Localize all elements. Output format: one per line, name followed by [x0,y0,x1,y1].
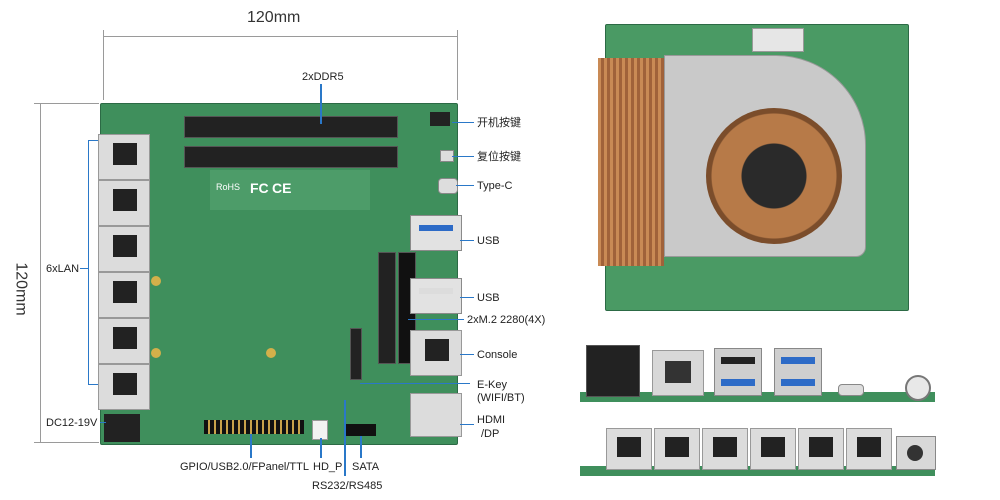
lan-port [98,134,150,180]
hdp-callout-line [320,438,322,458]
power-button [430,112,450,126]
ddr5-slot [184,116,398,138]
side-power-button [905,375,931,401]
lan-port [98,364,150,410]
fcc-mark: FC [250,180,269,196]
lan-callout-tick [88,140,98,141]
usb1-label: USB [477,235,500,247]
dc-jack [104,414,140,442]
reset-callout-line [452,156,474,157]
lan-callout-bracket [88,140,89,385]
width-label: 120mm [247,9,301,26]
side-lan-port [702,428,748,470]
rs-label: RS232/RS485 [312,480,383,492]
gpio-header [204,420,304,434]
height-extension-top [34,103,99,104]
ekey-slot [350,328,362,380]
side-typec [838,384,864,396]
width-dimension-line [103,36,458,37]
console-callout-line [460,354,474,355]
side-pcb [580,392,935,402]
width-extension-right [457,30,458,100]
sata-connector [346,424,376,436]
side-lan-port [798,428,844,470]
usb1-callout-line [460,240,474,241]
hdmi-label: HDMI [477,414,506,426]
usb-port [410,278,462,314]
height-extension-bottom [34,442,99,443]
side-lan-port [654,428,700,470]
lan-port [98,272,150,318]
sata-callout-line [360,436,362,458]
power-callout-line [452,122,474,123]
ekey-sub-label: (WIFI/BT) [477,392,525,404]
console-port [410,330,462,376]
side-usb-stack [714,348,762,396]
lan-callout-line [80,268,89,269]
gpio-callout-line [250,434,252,458]
side-lan-port [846,428,892,470]
sata-label: SATA [352,461,380,473]
side-hdmi-dp [586,345,640,397]
height-label: 120mm [12,262,30,316]
usb-port [410,215,462,251]
typec-port [438,178,458,194]
ddr-callout-line [320,84,322,124]
power-button-label: 开机按键 [477,117,521,129]
m2-slot [378,252,396,364]
mounting-hole [266,348,276,358]
side-dc-jack [896,436,936,470]
side-pcb-lan [580,466,935,476]
console-label: Console [477,349,518,361]
hdp-label: HD_P [313,461,343,473]
m2-label: 2xM.2 2280(4X) [467,314,546,326]
gpio-label: GPIO/USB2.0/FPanel/TTL [180,461,309,473]
mounting-hole [151,276,161,286]
hd-p-header [312,420,328,440]
usb2-callout-line [460,297,474,298]
lan-label: 6xLAN [46,263,80,275]
mounting-hole [151,348,161,358]
side-lan-port [606,428,652,470]
hdmi-port [410,393,462,437]
ekey-label: E-Key [477,379,507,391]
hdmi-callout-line [460,424,474,425]
typec-callout-line [456,185,474,186]
height-dimension-line [40,103,41,443]
side-lan-port [750,428,796,470]
ddr-label: 2xDDR5 [302,71,344,83]
lan-port [98,180,150,226]
dc-callout-line [100,422,106,423]
dc-label: DC12-19V [46,417,98,429]
width-extension-left [103,30,104,100]
ddr5-slot [184,146,398,168]
usb2-label: USB [477,292,500,304]
lan-port [98,318,150,364]
side-console-port [652,350,704,396]
hdmi-sub-label: /DP [481,428,500,440]
rs-callout-line [344,400,346,476]
typec-label: Type-C [477,180,513,192]
lan-callout-tick [88,384,98,385]
copper-heatsink [598,58,664,266]
ekey-callout-line [360,383,470,384]
compliance-marks: RoHS FC CE [210,170,370,210]
lan-port [98,226,150,272]
reset-button-label: 复位按键 [477,151,521,163]
ce-mark: CE [272,180,292,196]
m2-callout-line [408,319,464,320]
rohs-mark: RoHS [216,182,241,192]
side-usb3-stack [774,348,822,396]
cooling-fan [706,108,842,244]
fan-connector [752,28,804,52]
